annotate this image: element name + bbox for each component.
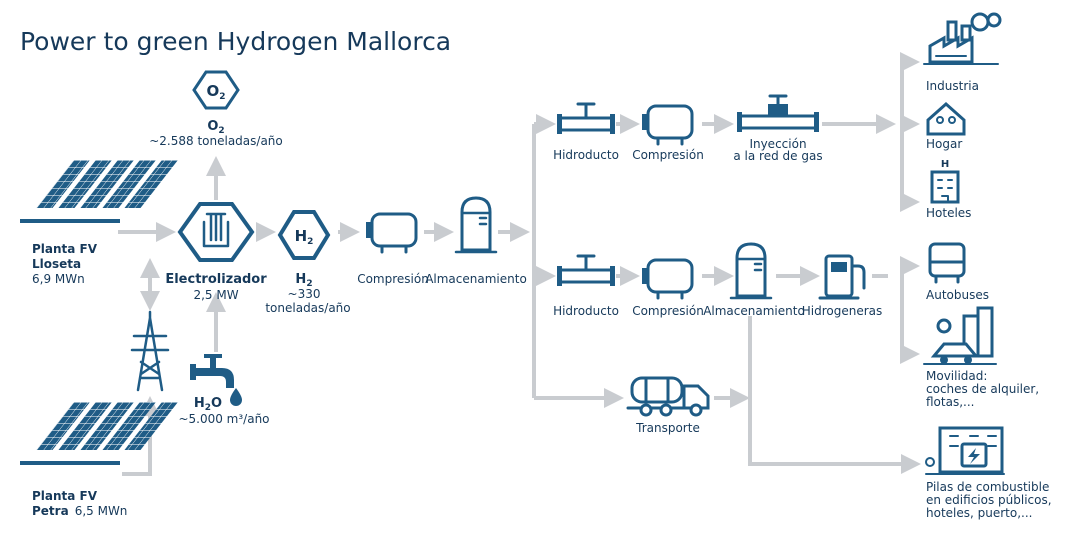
solar-panel-icon (20, 160, 178, 223)
storage-label-mid: Almacenamiento (703, 304, 805, 318)
water-amount: ~5.000 m³/año (178, 412, 269, 426)
svg-text:H: H (941, 159, 949, 170)
oxygen-label: O2 (207, 119, 224, 136)
storage-tank-icon (729, 242, 773, 300)
gas-grid-valve-icon (737, 94, 819, 132)
water-tap-icon (190, 354, 242, 406)
power-pylon-icon (130, 310, 170, 392)
compression-label-top: Compresión (632, 148, 704, 162)
use-mobility-line2: coches de alquiler, (926, 382, 1039, 396)
compressor-icon (366, 212, 418, 254)
petra-title: Planta FV (32, 489, 98, 503)
solar-panel-icon (20, 402, 178, 465)
use-mobility-line1: Movilidad: (926, 369, 987, 383)
svg-text:O2: O2 (206, 82, 225, 102)
use-mobility-line3: flotas,... (926, 395, 974, 409)
storage-label: Almacenamiento (425, 272, 527, 286)
hydrogen-label: H2 (295, 272, 312, 289)
electrolyzer-label: Electrolizador (165, 272, 267, 287)
lloseta-title: Planta FV (32, 242, 98, 256)
svg-text:H2: H2 (295, 227, 314, 247)
flow-lines (118, 52, 921, 476)
use-fuelcells-line1: Pilas de combustible (926, 480, 1049, 494)
lloseta-name: Lloseta (32, 257, 81, 271)
compressor-icon (642, 258, 694, 300)
oxygen-amount: ~2.588 toneladas/año (149, 134, 283, 148)
compressor-icon (642, 104, 694, 146)
use-hotels: Hoteles (926, 206, 971, 220)
hydrogen-amount-unit: toneladas/año (265, 301, 350, 315)
arrow-to-fuelcells (748, 316, 921, 474)
fuel-cell-building-icon (925, 426, 1005, 475)
oxygen-icon: O2 (192, 70, 240, 110)
home-icon (926, 101, 966, 136)
use-home: Hogar (926, 137, 962, 151)
compression-label-mid: Compresión (632, 304, 704, 318)
use-fuelcells-line3: hoteles, puerto,... (926, 506, 1032, 520)
storage-tank-icon (454, 196, 498, 254)
hydrogen-station-icon (818, 254, 866, 300)
pipeline-icon (557, 102, 615, 134)
page-title: Power to green Hydrogen Mallorca (20, 27, 451, 56)
water-label: H2O (194, 396, 222, 413)
station-label: Hidrogeneras (802, 304, 883, 318)
use-buses: Autobuses (926, 288, 989, 302)
lloseta-capacity: 6,9 MWn (32, 272, 85, 286)
use-industry: Industria (926, 79, 979, 93)
injection-label-line1: Inyección (749, 137, 806, 151)
hydrogen-amount-value: ~330 (288, 287, 321, 301)
factory-icon (923, 12, 1002, 65)
hydrogen-icon: H2 (277, 210, 331, 260)
car-city-icon (923, 306, 997, 365)
hotel-icon: H (930, 159, 960, 204)
bus-icon (928, 242, 966, 284)
tanker-truck-icon (626, 376, 710, 417)
pipeline-label-mid: Hidroducto (553, 304, 619, 318)
electrolyzer-icon (177, 202, 255, 262)
pipeline-label-top: Hidroducto (553, 148, 619, 162)
pipeline-icon (557, 254, 615, 286)
injection-label-line2: a la red de gas (733, 149, 822, 163)
transport-label: Transporte (635, 421, 700, 435)
compression-label: Compresión (357, 272, 429, 286)
electrolyzer-capacity: 2,5 MW (193, 288, 238, 302)
use-fuelcells-line2: en edificios públicos, (926, 493, 1052, 507)
mid-uses-bracket (872, 266, 904, 354)
